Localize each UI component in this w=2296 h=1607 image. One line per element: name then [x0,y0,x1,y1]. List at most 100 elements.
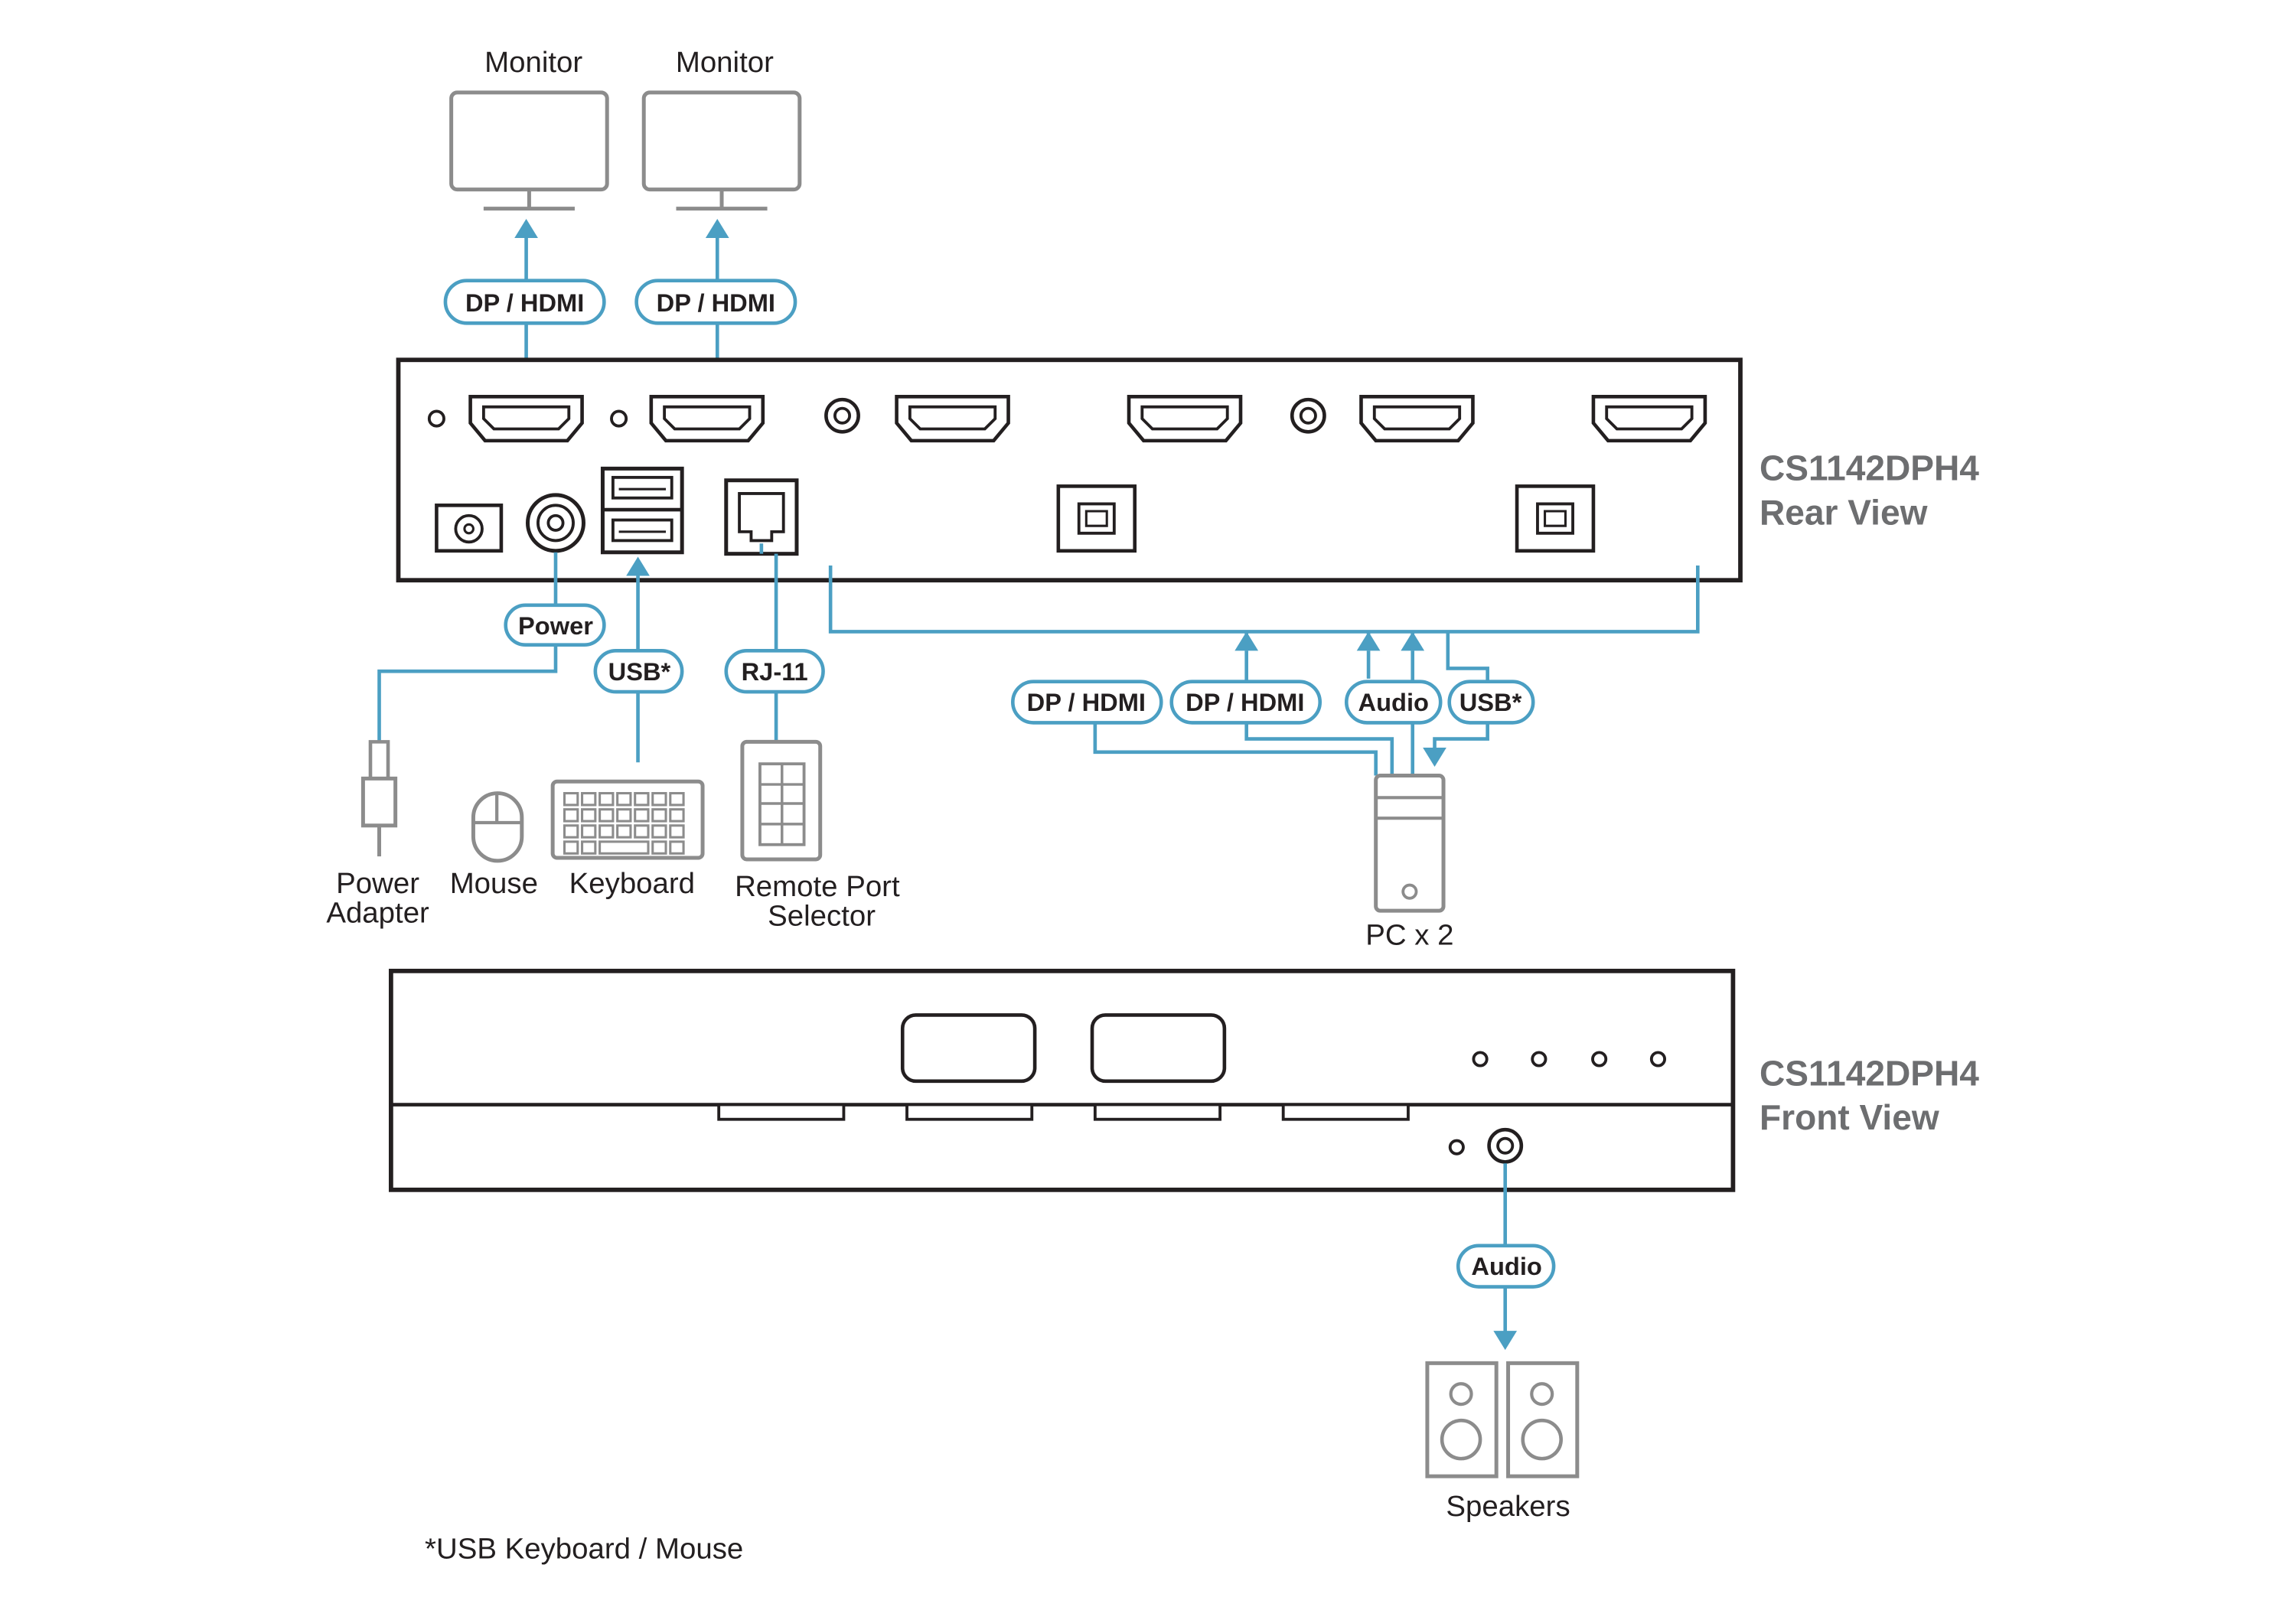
monitor-2-cable: DP / HDMI [634,219,797,394]
usb-cable: USB* [593,556,684,763]
arrow-down-icon [1493,1331,1518,1351]
speaker-cable: Audio [1456,1163,1556,1351]
pc-label: PC x 2 [1365,918,1453,951]
cable-label-dp-hdmi: DP / HDMI [1186,688,1304,716]
pc1-audio-jack [824,397,860,434]
cable-label-audio: Audio [1471,1252,1541,1280]
keyboard-key [616,824,632,839]
keyboard-key [563,824,579,839]
footnote: *USB Keyboard / Mouse [425,1533,743,1566]
front-view-title: CS1142DPH4 Front View [1760,1054,1979,1138]
monitor-2-label: Monitor [676,46,774,79]
keyboard-key [598,824,615,839]
pc-tower-icon [1374,774,1446,913]
keyboard-key [669,824,685,839]
keyboard-key [634,824,650,839]
pc1-dp-port-1 [897,396,1009,441]
pc-cable-bundle: DP / HDMI DP / HDMI Audio USB* [828,566,1700,776]
keyboard-key [581,840,597,855]
arrow-up-icon [1401,631,1425,651]
power-cable: Power [377,552,606,742]
monitor-1: Monitor [452,46,608,209]
monitor-1-cable: DP / HDMI [443,219,606,394]
keyboard-key [669,808,685,823]
rear-view-caption: Rear View [1760,492,1928,532]
cable-label-power: Power [518,611,593,640]
keyboard-key [581,792,597,807]
keyboard-key [651,824,667,839]
keyboard-key [669,792,685,807]
rj11-port [724,478,799,556]
cable-label-usb: USB* [1459,688,1522,716]
keyboard-key [651,840,667,855]
console-dp-port-2 [651,396,763,441]
led-strip [1093,1103,1222,1121]
cable-label-dp-hdmi: DP / HDMI [465,288,584,317]
arrow-up-icon [1234,631,1259,651]
cable-label-usb: USB* [608,657,671,686]
keyboard-key [581,808,597,823]
monitor-icon [644,93,800,209]
arrow-up-icon [626,556,650,576]
keyboard-key [651,808,667,823]
keyboard-key [634,808,650,823]
led-indicator [1591,1051,1608,1068]
port-selection-button [1090,1013,1227,1084]
front-view-model: CS1142DPH4 [1760,1054,1979,1094]
pc2-dp-port-2 [1593,396,1705,441]
rear-panel [396,357,1743,583]
keyboard-key [598,808,615,823]
led-indicator [1531,1051,1548,1068]
usb-a-ports [600,466,684,555]
keyboard-key [669,840,685,855]
front-panel [389,968,1736,1192]
remote-selector-label-line1: Remote Port [735,870,900,903]
front-view-caption: Front View [1760,1097,1939,1137]
led-indicator [1448,1139,1465,1156]
keyboard-label: Keyboard [569,867,695,900]
remote-selector-label-line2: Selector [768,899,876,932]
keyboard-key [563,792,579,807]
power-adapter-label-line2: Adapter [326,896,429,929]
monitor-2: Monitor [644,46,800,209]
pc-tower: PC x 2 [1365,774,1453,951]
front-audio-jack [1487,1127,1524,1164]
arrow-up-icon [514,219,538,238]
dc-power-jack [435,504,504,553]
rj11-cable: RJ-11 [724,543,825,741]
power-adapter: Power Adapter [326,740,429,929]
speakers-label: Speakers [1446,1490,1570,1523]
screw [427,409,445,428]
cable-label-dp-hdmi: DP / HDMI [1027,688,1146,716]
power-connector [526,493,585,553]
keyboard: Keyboard [550,779,705,900]
arrow-up-icon [1356,631,1381,651]
keyboard-keys [563,792,685,855]
pc1-usb-b-port [1058,486,1135,550]
mouse-label: Mouse [450,867,538,900]
led-strip [905,1103,1034,1121]
rear-view-title: CS1142DPH4 Rear View [1760,448,1979,533]
speakers: Speakers [1425,1361,1580,1523]
keyboard-key [581,824,597,839]
pc1-dp-port-2 [1129,396,1241,441]
keyboard-key [651,792,667,807]
pc2-audio-jack [1290,397,1326,434]
cable-label-dp-hdmi: DP / HDMI [657,288,775,317]
keyboard-key [634,792,650,807]
screw [610,409,628,428]
led-strip [1281,1103,1410,1121]
pc2-usb-b-port [1517,486,1593,550]
monitor-1-label: Monitor [484,46,582,79]
pc2-dp-port-1 [1361,396,1473,441]
led-indicator [1649,1051,1667,1068]
keyboard-key [598,840,650,855]
arrow-up-icon [705,219,729,238]
led-indicator [1472,1051,1489,1068]
console-dp-port-1 [471,396,582,441]
rear-view-model: CS1142DPH4 [1760,448,1979,488]
power-adapter-label-line1: Power [336,867,419,900]
keyboard-key [616,792,632,807]
remote-port-selector: Remote Port Selector [735,739,900,932]
